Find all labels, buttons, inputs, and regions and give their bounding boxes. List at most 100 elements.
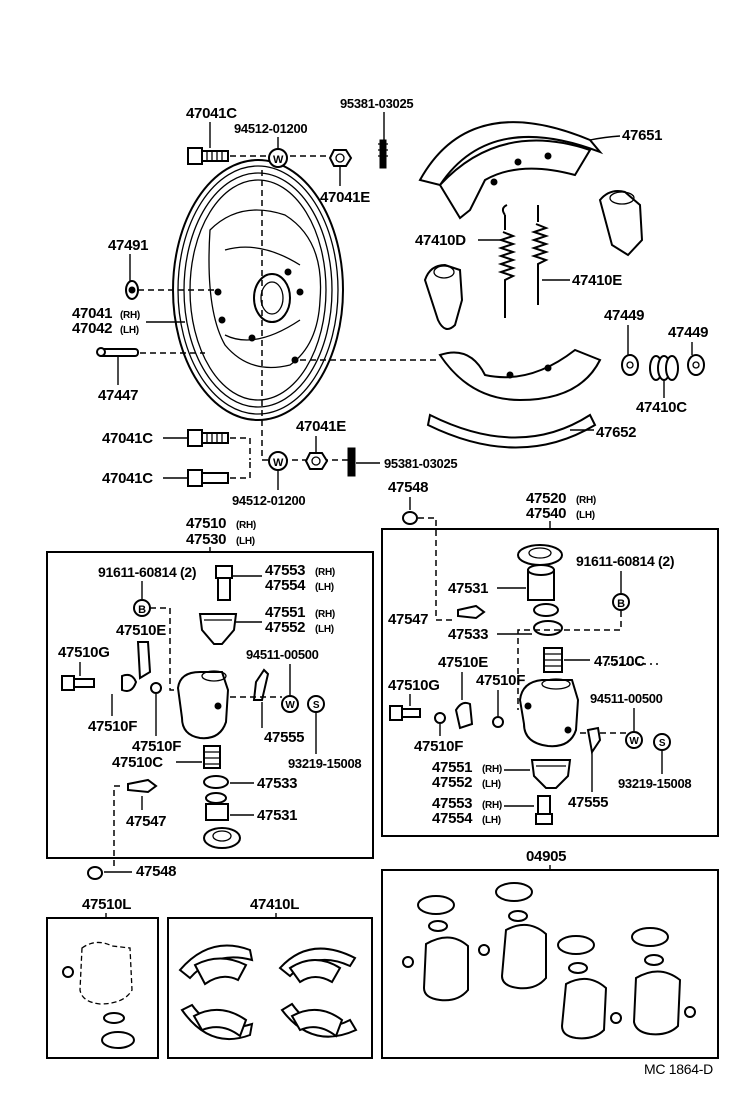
washer-icon: W (268, 148, 288, 168)
part-label: 47552 (265, 619, 305, 636)
part-label: 93219-15008 (288, 756, 361, 771)
part-label: 47531 (257, 807, 297, 824)
bracket-icon (136, 641, 152, 680)
adjusting-wheel-icon (198, 613, 238, 645)
svg-text:S: S (659, 738, 666, 749)
bleeder-cap-icon (402, 511, 418, 525)
part-label: 47449 (604, 307, 644, 324)
bolt-icon (187, 469, 229, 487)
part-label: 47520 (526, 490, 566, 507)
svg-text:(RH): (RH) (576, 495, 596, 506)
part-label: 47533 (257, 775, 297, 792)
part-label: 47510F (476, 672, 525, 689)
nut-icon (328, 149, 353, 167)
part-label: 47554 (432, 810, 473, 827)
backing-plate (172, 159, 344, 421)
part-label: 47554 (265, 577, 306, 594)
part-label: 47531 (448, 580, 488, 597)
svg-text:B: B (138, 604, 146, 616)
part-label: 95381-03025 (340, 96, 413, 111)
part-label: 94512-01200 (234, 121, 307, 136)
svg-text:(RH): (RH) (482, 764, 502, 775)
screw-icon: S (307, 695, 325, 713)
part-label: 47510C (594, 653, 645, 670)
kit-label: 47410L (250, 896, 299, 913)
svg-text:(LH): (LH) (236, 536, 255, 547)
cylinder-kit-box (46, 917, 159, 1059)
part-label: 47510G (388, 677, 440, 694)
part-label: 47410D (415, 232, 466, 249)
part-label: 94511-00500 (246, 647, 319, 662)
part-label: 47510 (186, 515, 226, 532)
boot-icon (517, 544, 563, 566)
cup-icon (533, 603, 563, 636)
part-label: 47547 (126, 813, 166, 830)
part-label: 47651 (622, 127, 662, 144)
part-label: 94511-00500 (590, 691, 663, 706)
seal-kit-icon (402, 882, 696, 1040)
wheel-cylinder-body (176, 670, 230, 740)
part-label: 47041E (296, 418, 346, 435)
adjusting-bolt-icon (215, 565, 233, 601)
washer-icon: W (281, 695, 299, 713)
wheel-cylinder-icon (423, 263, 464, 330)
part-label: 47041C (102, 430, 153, 447)
part-label: 47555 (264, 729, 304, 746)
svg-text:(LH): (LH) (315, 624, 334, 635)
part-label: 47540 (526, 505, 566, 522)
boot-icon (203, 827, 241, 849)
svg-text:W: W (285, 700, 295, 711)
svg-text:(LH): (LH) (482, 815, 501, 826)
part-label: 47652 (596, 424, 636, 441)
bolt-icon (389, 705, 421, 721)
part-label: 47042 (72, 320, 112, 337)
svg-text:W: W (629, 736, 639, 747)
svg-text:(RH): (RH) (120, 310, 140, 321)
part-label: 47410C (636, 399, 687, 416)
bolt-marker-icon: B (612, 593, 630, 611)
part-label: 47551 (432, 759, 472, 776)
part-label: 47555 (568, 794, 608, 811)
washer-mark: W (273, 154, 284, 166)
lever-icon (252, 668, 270, 701)
part-label: 47547 (388, 611, 428, 628)
shoe-kit-icon (178, 944, 358, 1041)
part-label: 47510E (116, 622, 166, 639)
svg-text:W: W (273, 457, 284, 469)
kit-label: 47510L (82, 896, 131, 913)
part-label: 47553 (265, 562, 305, 579)
part-label: 47041 (72, 305, 112, 322)
svg-text:B: B (617, 598, 625, 610)
bolt-icon (187, 429, 229, 447)
svg-text:(LH): (LH) (576, 510, 595, 521)
part-label: 47551 (265, 604, 305, 621)
part-label: 47447 (98, 387, 138, 404)
diagram-code: MC 1864-D (644, 1061, 713, 1077)
brake-shoe-lower (426, 348, 602, 449)
bolt-icon (187, 147, 229, 165)
bleeder-cap-icon (87, 866, 103, 880)
part-label: 47410E (572, 272, 622, 289)
part-label: 47510E (438, 654, 488, 671)
part-label: 47510F (132, 738, 181, 755)
cylinder-kit-icon (62, 941, 135, 1049)
part-label: 47510G (58, 644, 110, 661)
svg-text:(LH): (LH) (482, 779, 501, 790)
svg-text:(RH): (RH) (315, 567, 335, 578)
bleeder-screw-icon (457, 604, 486, 620)
part-label: 47548 (136, 863, 176, 880)
svg-text:(RH): (RH) (315, 609, 335, 620)
adjusting-bolt-icon (535, 795, 553, 825)
svg-text:(LH): (LH) (315, 582, 334, 593)
part-label: 47548 (388, 479, 428, 496)
part-label: 91611-60814 (2) (98, 564, 196, 580)
spring-icon (497, 204, 550, 318)
brake-shoe-upper (418, 121, 604, 220)
adjusting-wheel-icon (530, 759, 572, 789)
ring-icon (492, 716, 504, 728)
part-label: 47510F (414, 738, 463, 755)
part-label: 47449 (668, 324, 708, 341)
washer-icon: W (268, 451, 288, 471)
left-cylinder-box (46, 551, 374, 859)
